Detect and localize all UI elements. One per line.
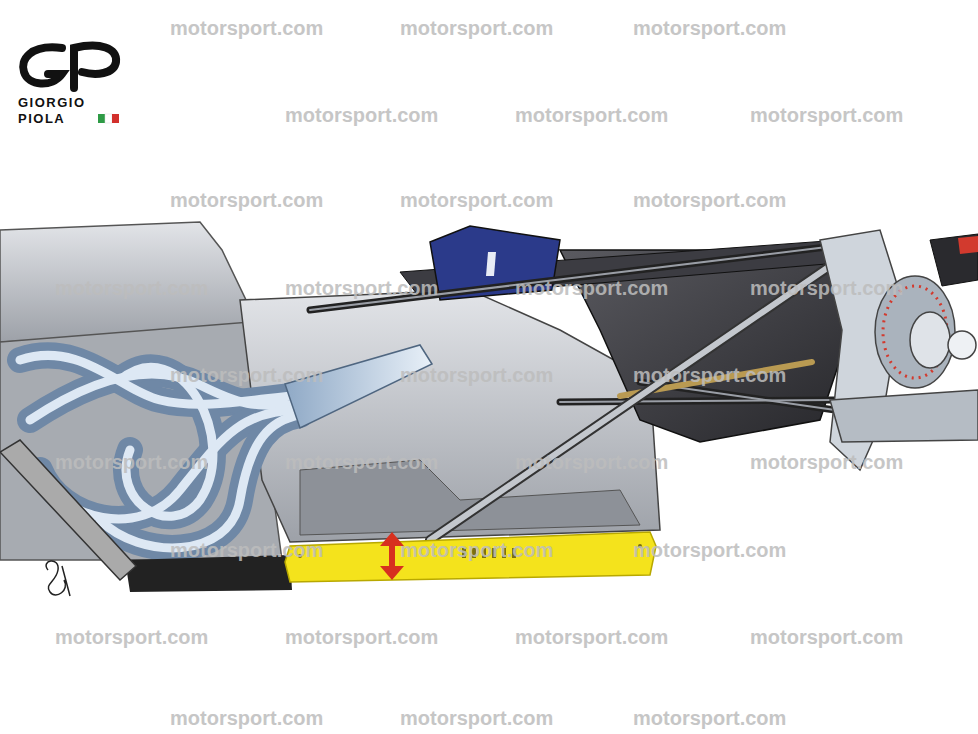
watermark: motorsport.com: [170, 363, 323, 387]
logo-symbol: [23, 46, 116, 88]
hub: [910, 312, 950, 368]
watermark: motorsport.com: [633, 16, 786, 40]
wing-mount: [930, 234, 978, 286]
artist-signature: [46, 561, 70, 596]
watermark: motorsport.com: [170, 16, 323, 40]
watermark: motorsport.com: [170, 538, 323, 562]
axle: [948, 331, 976, 359]
oil-tank-mark: [486, 252, 496, 276]
logo-text: PIOLA: [18, 111, 65, 126]
watermark: motorsport.com: [515, 450, 668, 474]
italian-flag: [98, 114, 119, 123]
watermark: motorsport.com: [285, 103, 438, 127]
watermark: motorsport.com: [400, 706, 553, 730]
watermark: motorsport.com: [515, 276, 668, 300]
watermark: motorsport.com: [400, 16, 553, 40]
watermark: motorsport.com: [285, 450, 438, 474]
watermark: motorsport.com: [750, 625, 903, 649]
watermark: motorsport.com: [633, 706, 786, 730]
wing-mount-tip: [958, 236, 978, 254]
watermark: motorsport.com: [750, 276, 903, 300]
watermark: motorsport.com: [633, 363, 786, 387]
watermark: motorsport.com: [285, 276, 438, 300]
skid-plate: [285, 532, 656, 582]
watermark: motorsport.com: [285, 625, 438, 649]
watermark: motorsport.com: [55, 625, 208, 649]
gearbox-casing: [240, 290, 660, 542]
watermark: motorsport.com: [55, 276, 208, 300]
exhaust-tailpipe: [285, 345, 432, 428]
engine-cover: [0, 222, 246, 342]
watermark: motorsport.com: [633, 538, 786, 562]
watermark: motorsport.com: [750, 450, 903, 474]
logo-text: GIORGIO: [18, 95, 86, 110]
watermark: motorsport.com: [170, 706, 323, 730]
watermark: motorsport.com: [55, 450, 208, 474]
watermark: motorsport.com: [400, 538, 553, 562]
brake-caliper: [830, 390, 978, 442]
watermark: motorsport.com: [170, 188, 323, 212]
watermark: motorsport.com: [515, 103, 668, 127]
watermark: motorsport.com: [633, 188, 786, 212]
watermark: motorsport.com: [400, 188, 553, 212]
watermark: motorsport.com: [515, 625, 668, 649]
watermark: motorsport.com: [750, 103, 903, 127]
watermark: motorsport.com: [400, 363, 553, 387]
